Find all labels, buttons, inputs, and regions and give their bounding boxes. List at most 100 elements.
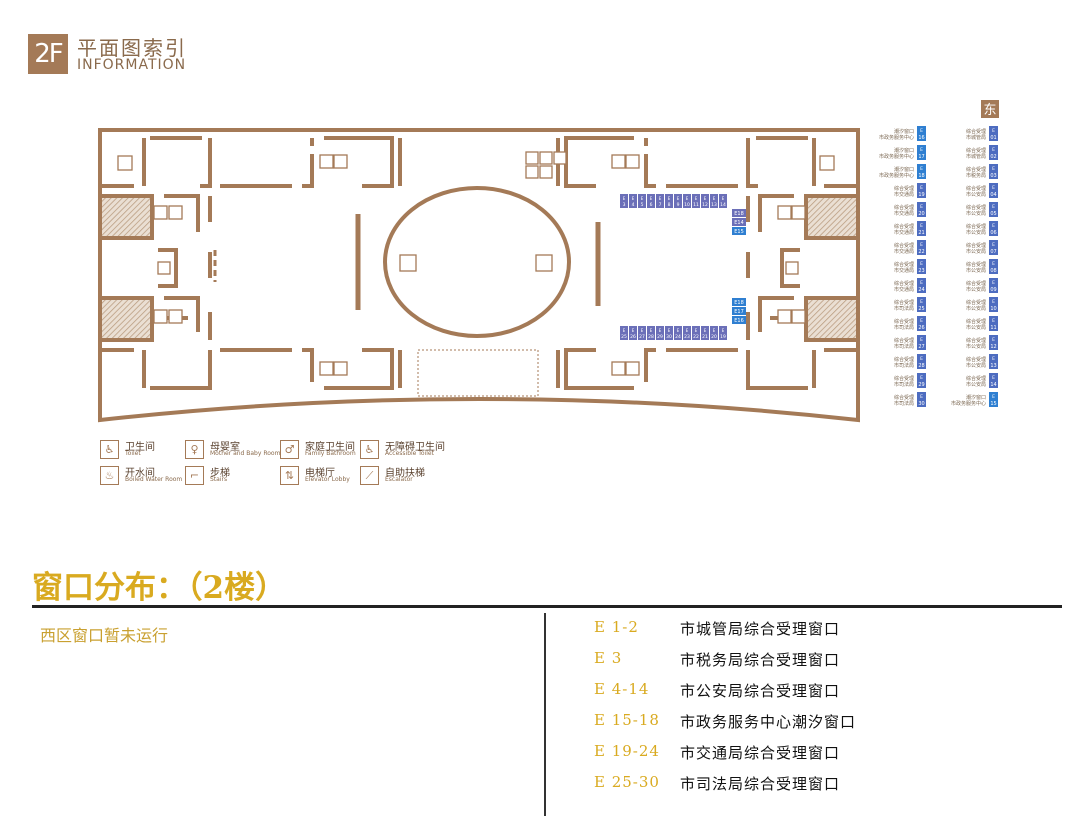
index-prefix: E xyxy=(920,147,923,153)
wall-segment xyxy=(100,194,212,240)
stairs-icon xyxy=(319,361,334,376)
index-line-2: 市公安局 xyxy=(966,248,986,255)
service-counter: E19 xyxy=(719,326,727,340)
counter-prefix: E xyxy=(722,196,725,201)
index-line-2: 市公安局 xyxy=(966,267,986,274)
counter-prefix: E xyxy=(659,196,662,201)
index-prefix: E xyxy=(920,204,923,210)
counter-prefix: E xyxy=(677,196,680,201)
counter-prefix: E xyxy=(686,328,689,333)
index-prefix: E xyxy=(920,128,923,134)
index-line-2: 市公安局 xyxy=(966,381,986,388)
legend-label-cn: 卫生间 xyxy=(125,442,155,453)
counter-number: 8 xyxy=(668,202,671,208)
service-counter: E5 xyxy=(638,194,646,208)
index-number: 27 xyxy=(918,344,924,350)
index-line-1: 潮汐窗口 xyxy=(966,394,986,401)
index-number: 12 xyxy=(990,344,996,350)
index-prefix: E xyxy=(992,299,995,305)
service-counter: E10 xyxy=(683,194,691,208)
index-prefix: E xyxy=(920,318,923,324)
legend-label-en: Escalator xyxy=(385,476,413,483)
index-line-1: 潮汐窗口 xyxy=(894,166,914,173)
legend-label-cn: 自助扶梯 xyxy=(385,468,425,479)
index-number: 16 xyxy=(918,135,924,141)
elevator-icon xyxy=(333,361,348,376)
counter-number: 14 xyxy=(720,202,726,208)
window-description: 市政务服务中心潮汐窗口 xyxy=(680,713,857,731)
counter-prefix: E xyxy=(632,328,635,333)
section-title: 窗口分布：（2楼） xyxy=(32,570,287,606)
counter-prefix: E xyxy=(704,328,707,333)
index-number: 25 xyxy=(918,306,924,312)
wall-segment xyxy=(746,296,858,342)
building-outline xyxy=(98,128,860,423)
stairs-icon xyxy=(625,154,640,169)
index-prefix: E xyxy=(992,337,995,343)
index-line-1: 综合受理 xyxy=(966,242,986,249)
service-counter: E16 xyxy=(732,316,746,324)
legend-label-en: Elevator Lobby xyxy=(305,476,350,483)
legend-label-en: Mother and Baby Room xyxy=(210,450,281,457)
legend-label-en: Stairs xyxy=(210,476,228,483)
index-prefix: E xyxy=(992,375,995,381)
window-description: 市公安局综合受理窗口 xyxy=(680,682,841,700)
index-number: 23 xyxy=(918,268,924,274)
index-line-2: 市司法局 xyxy=(894,305,914,312)
index-line-1: 潮汐窗口 xyxy=(894,128,914,135)
index-line-1: 综合受理 xyxy=(894,356,914,363)
column-divider xyxy=(544,613,546,816)
index-prefix: E xyxy=(920,299,923,305)
boiled-water-icon xyxy=(157,261,171,275)
index-line-1: 综合受理 xyxy=(894,337,914,344)
service-counter: E22 xyxy=(692,326,700,340)
counter-prefix: E xyxy=(641,328,644,333)
index-number: 17 xyxy=(918,154,924,160)
counter-prefix: E xyxy=(704,196,707,201)
counter-number: 22 xyxy=(693,334,699,340)
toilet-icon xyxy=(819,155,835,171)
index-number: 18 xyxy=(918,173,924,179)
counter-number: 7 xyxy=(659,202,662,208)
index-line-1: 综合受理 xyxy=(966,261,986,268)
index-number: 03 xyxy=(990,173,996,179)
index-prefix: E xyxy=(992,280,995,286)
toilet-icon xyxy=(117,155,133,171)
counter-prefix: E xyxy=(650,328,653,333)
index-line-2: 市司法局 xyxy=(894,324,914,331)
index-line-2: 市公安局 xyxy=(966,362,986,369)
index-line-1: 综合受理 xyxy=(894,394,914,401)
index-line-2: 市交通局 xyxy=(894,210,914,217)
window-row: E 25-30 市司法局综合受理窗口 xyxy=(594,773,1064,804)
index-prefix: E xyxy=(992,318,995,324)
service-counter: E3 xyxy=(620,194,628,208)
stair-shaft xyxy=(102,198,150,236)
index-number: 29 xyxy=(918,382,924,388)
index-line-1: 综合受理 xyxy=(966,375,986,382)
counter-number: E18 xyxy=(734,211,744,217)
stair-shaft xyxy=(808,198,856,236)
stairs-icon xyxy=(791,205,806,220)
counter-prefix: E xyxy=(668,328,671,333)
index-line-2: 市政务服务中心 xyxy=(879,172,914,179)
elevator-icon xyxy=(777,309,792,324)
counter-number: 28 xyxy=(648,334,654,340)
index-line-2: 市交通局 xyxy=(894,267,914,274)
wall-segment xyxy=(100,348,402,390)
elevator-icon xyxy=(168,309,183,324)
window-description: 市司法局综合受理窗口 xyxy=(680,775,841,793)
window-code: E 25-30 xyxy=(594,773,660,791)
